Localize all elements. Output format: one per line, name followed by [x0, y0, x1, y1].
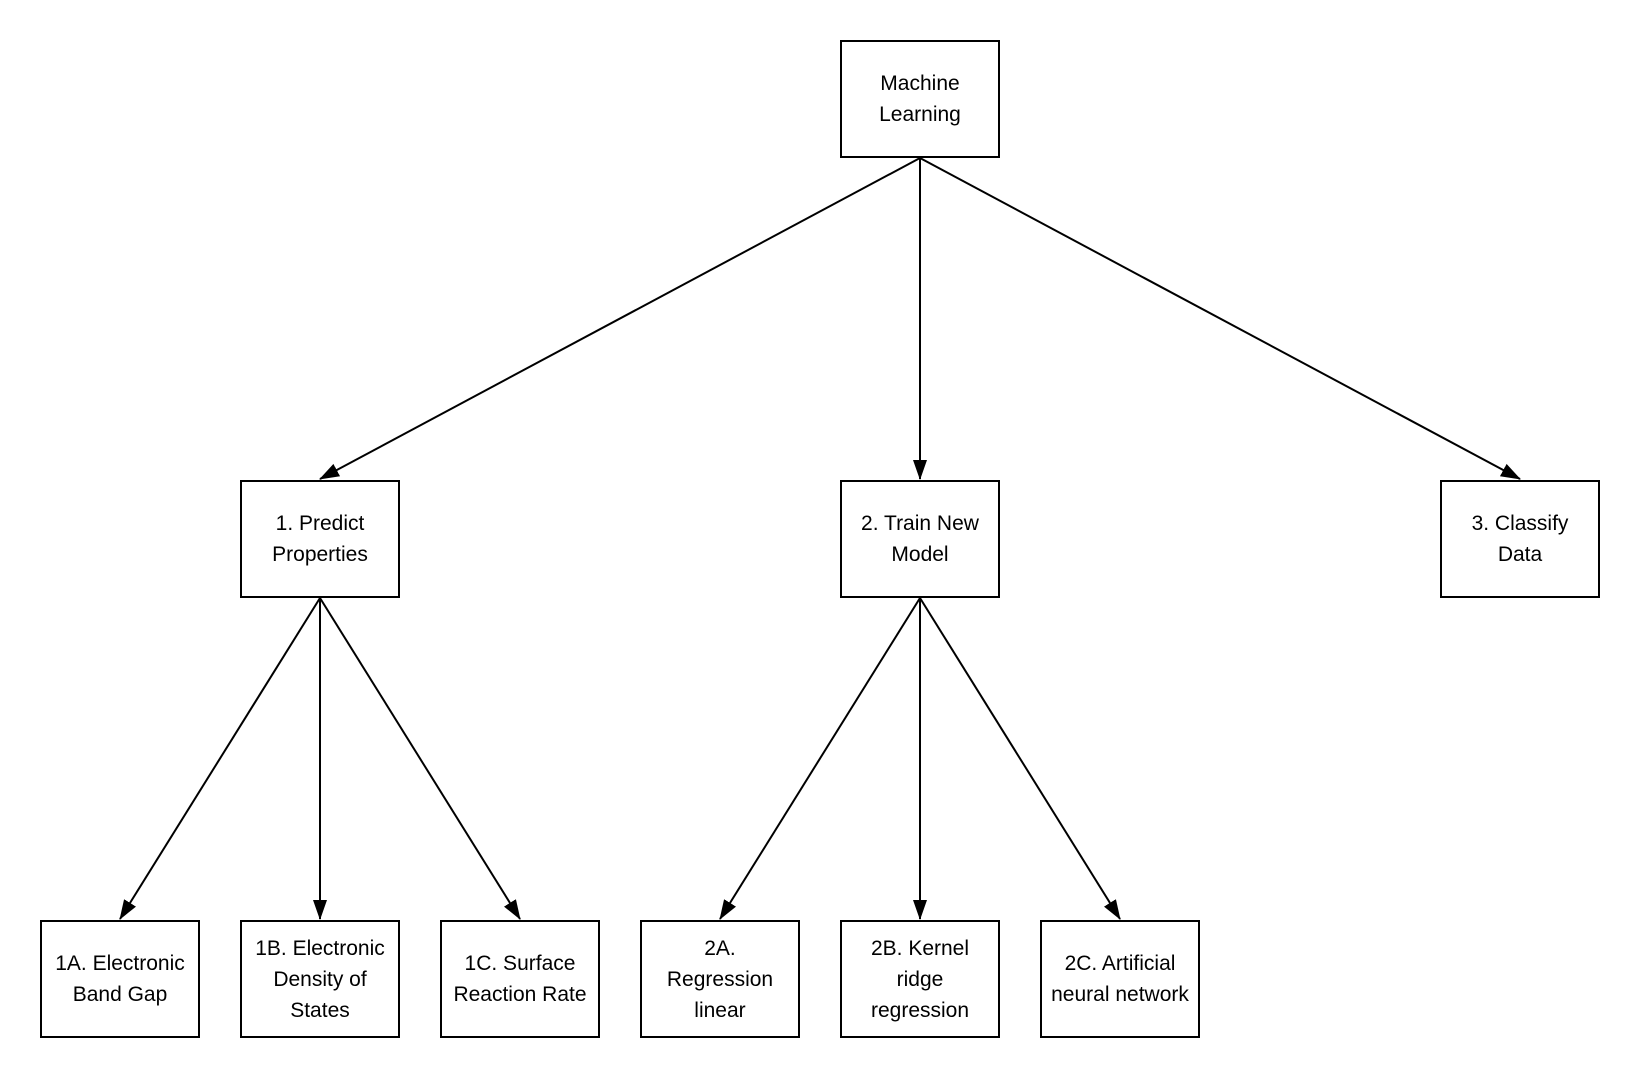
- node-label: 1A. Electronic Band Gap: [55, 952, 185, 1006]
- node-train-new-model: 2. Train New Model: [840, 480, 1000, 598]
- edge-arrow-machine_learning-to-predict_properties: [319, 157, 921, 480]
- node-surface-reaction-rate: 1C. Surface Reaction Rate: [440, 920, 600, 1038]
- node-classify-data: 3. Classify Data: [1440, 480, 1600, 598]
- node-label: Machine Learning: [879, 72, 961, 126]
- edge-arrow-machine_learning-to-classify_data: [919, 157, 1521, 480]
- node-kernel-ridge-regression: 2B. Kernel ridge regression: [840, 920, 1000, 1038]
- node-predict-properties: 1. Predict Properties: [240, 480, 400, 598]
- node-label: 1B. Electronic Density of States: [255, 936, 385, 1022]
- edge-arrow-predict_properties-to-surface_reaction_rate: [319, 597, 521, 920]
- node-electronic-band-gap: 1A. Electronic Band Gap: [40, 920, 200, 1038]
- node-label: 2C. Artificial neural network: [1051, 952, 1189, 1006]
- edge-arrow-train_new_model-to-artificial_neural_network: [919, 597, 1121, 920]
- edge-arrow-predict_properties-to-electronic_band_gap: [119, 597, 321, 920]
- node-label: 1. Predict Properties: [272, 512, 368, 566]
- node-regression-linear: 2A. Regression linear: [640, 920, 800, 1038]
- node-label: 2A. Regression linear: [666, 936, 774, 1022]
- node-label: 3. Classify Data: [1471, 512, 1569, 566]
- edge-arrow-train_new_model-to-regression_linear: [719, 597, 921, 920]
- node-label: 1C. Surface Reaction Rate: [453, 952, 587, 1006]
- node-label: 2B. Kernel ridge regression: [870, 936, 970, 1022]
- node-label: 2. Train New Model: [861, 512, 979, 566]
- node-electronic-density-of-states: 1B. Electronic Density of States: [240, 920, 400, 1038]
- node-machine-learning: Machine Learning: [840, 40, 1000, 158]
- node-artificial-neural-network: 2C. Artificial neural network: [1040, 920, 1200, 1038]
